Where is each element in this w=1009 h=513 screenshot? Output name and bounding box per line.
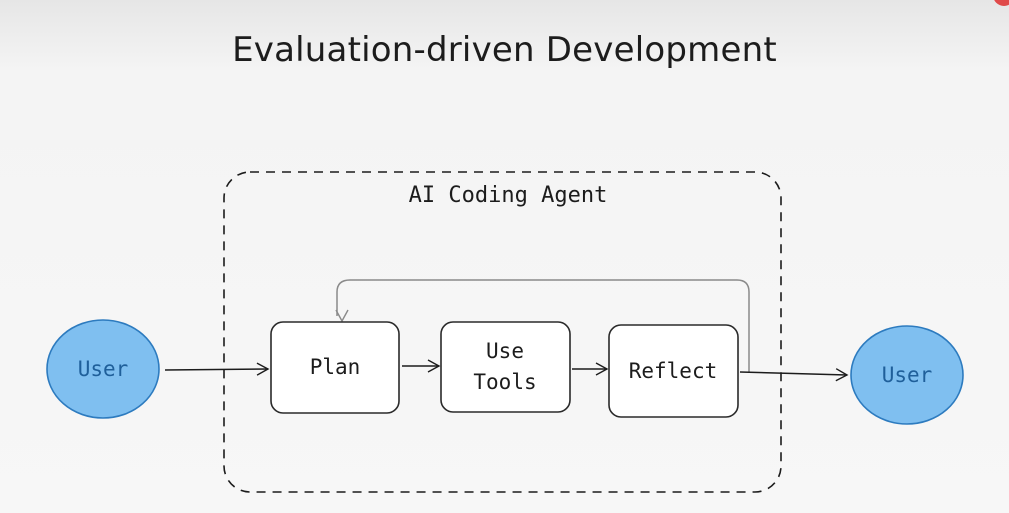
feedback-loop-arrow bbox=[335, 279, 750, 372]
user-output-node bbox=[850, 325, 964, 425]
slide-title: Evaluation-driven Development bbox=[232, 30, 777, 70]
reflect-node bbox=[608, 324, 739, 418]
use-tools-label-line1: Use bbox=[486, 339, 524, 363]
agent-container bbox=[223, 171, 782, 493]
plan-label: Plan bbox=[310, 355, 361, 379]
use-tools-label-line2: Tools bbox=[473, 370, 536, 394]
user-input-node bbox=[46, 319, 160, 419]
arrow-user-to-plan bbox=[164, 362, 270, 376]
reflect-label: Reflect bbox=[629, 359, 718, 383]
agent-container-label: AI Coding Agent bbox=[409, 183, 608, 208]
user-input-label: User bbox=[78, 357, 129, 381]
arrow-reflect-to-user bbox=[739, 368, 849, 382]
recording-indicator-dot bbox=[993, 0, 1009, 6]
user-output-label: User bbox=[882, 363, 933, 387]
use-tools-node bbox=[440, 321, 571, 413]
plan-node bbox=[270, 321, 400, 414]
